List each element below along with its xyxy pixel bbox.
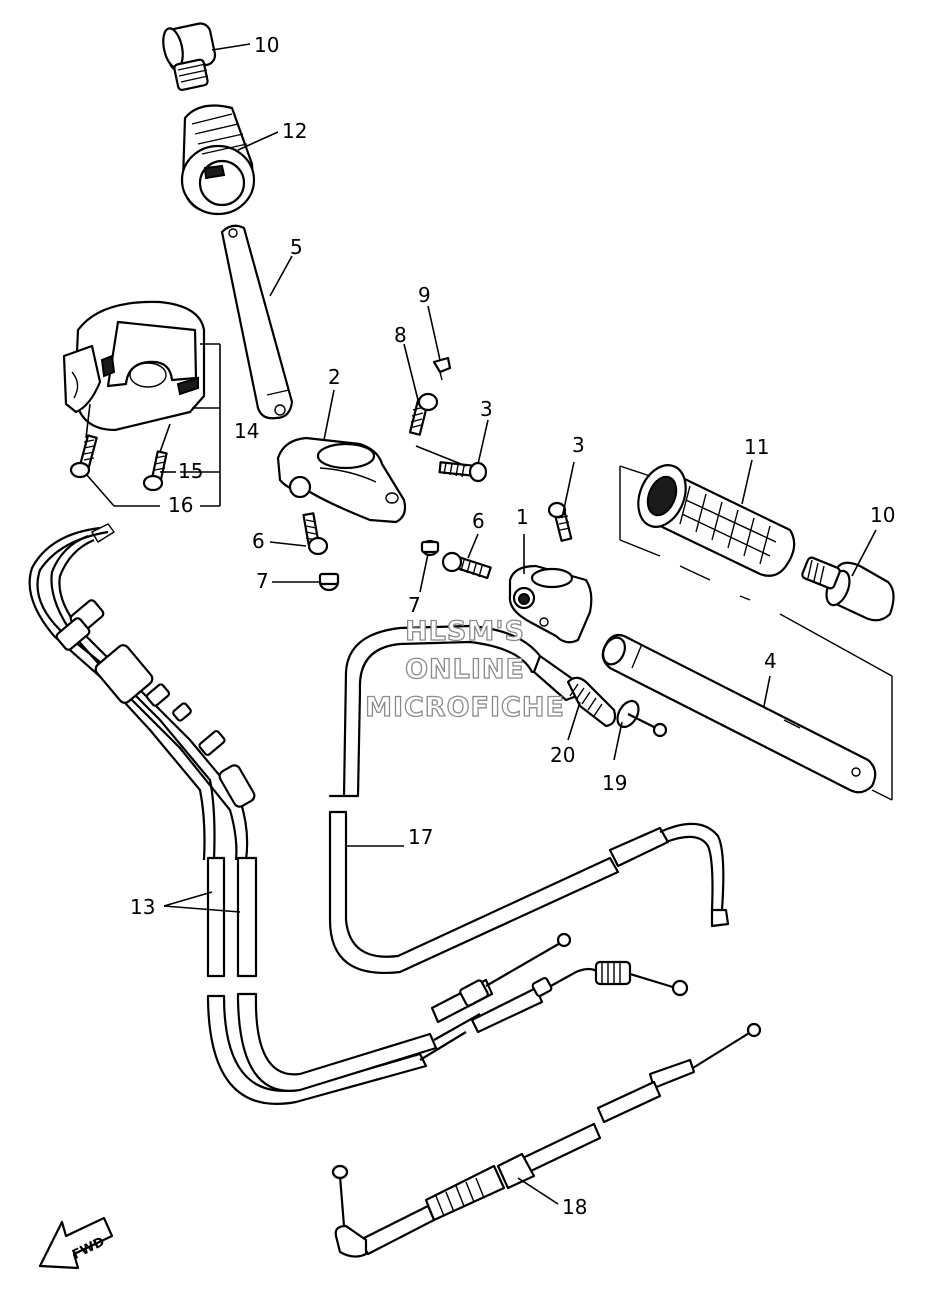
callout-6-right[interactable]: 6: [472, 509, 485, 533]
callout-7-left[interactable]: 7: [256, 569, 269, 593]
callout-14[interactable]: 14: [234, 419, 259, 443]
callout-7-right[interactable]: 7: [408, 593, 421, 617]
leader-lines: [163, 43, 877, 1205]
callout-5[interactable]: 5: [290, 235, 303, 259]
part-6-screw-right[interactable]: [441, 551, 492, 580]
callout-12[interactable]: 12: [282, 119, 307, 143]
watermark-line-2: ONLINE: [405, 654, 525, 685]
part-9-clip[interactable]: [432, 356, 452, 381]
callout-3-right[interactable]: 3: [572, 433, 585, 457]
part-10-bar-end-right[interactable]: [801, 556, 895, 622]
part-7-nut-left[interactable]: [318, 572, 340, 592]
part-8-screw[interactable]: [408, 392, 439, 436]
callout-11[interactable]: 11: [744, 435, 769, 459]
part-15-screw[interactable]: [142, 450, 168, 492]
callout-9[interactable]: 9: [418, 283, 431, 307]
fwd-arrow-icon: FWD: [38, 1216, 114, 1270]
part-4-handlebar-right[interactable]: [599, 633, 877, 794]
part-7-nut-right[interactable]: [420, 539, 440, 557]
callout-13[interactable]: 13: [130, 895, 155, 919]
callout-19[interactable]: 19: [602, 771, 627, 795]
callout-8[interactable]: 8: [394, 323, 407, 347]
part-18-cable[interactable]: [331, 1022, 762, 1258]
callout-10-right[interactable]: 10: [870, 503, 895, 527]
part-11-right-grip[interactable]: [630, 458, 796, 577]
part-13-throttle-cables[interactable]: [28, 523, 689, 1105]
callout-3-left[interactable]: 3: [480, 397, 493, 421]
part-2-throttle-housing[interactable]: [276, 436, 407, 524]
callout-17[interactable]: 17: [408, 825, 433, 849]
part-3-screw-right[interactable]: [547, 501, 573, 542]
part-17-clutch-cable[interactable]: [328, 624, 730, 974]
watermark: HLSM'S ONLINE MICROFICHE: [364, 615, 565, 723]
callout-18[interactable]: 18: [562, 1195, 587, 1219]
part-10-bar-end-top[interactable]: [160, 22, 217, 91]
part-6-screw-left[interactable]: [302, 512, 329, 556]
callout-1[interactable]: 1: [516, 505, 529, 529]
watermark-line-1: HLSM'S: [405, 616, 525, 647]
callout-2[interactable]: 2: [328, 365, 341, 389]
watermark-line-3: MICROFICHE: [365, 692, 565, 723]
part-5-handlebar-left[interactable]: [220, 224, 294, 420]
part-1-lever-bracket[interactable]: [508, 564, 593, 644]
callout-15[interactable]: 15: [178, 459, 203, 483]
callout-6-left[interactable]: 6: [252, 529, 265, 553]
callout-10-top[interactable]: 10: [254, 33, 279, 57]
callout-16[interactable]: 16: [168, 493, 193, 517]
part-14-switch-housing[interactable]: [62, 300, 206, 432]
assembly-frame: [619, 465, 893, 801]
callout-4[interactable]: 4: [764, 649, 777, 673]
part-12-throttle-grip[interactable]: [180, 104, 256, 216]
callout-labels: 10 12 5 9 8 2 3 3 11 10 14 15 16 6 7 6 1…: [130, 33, 895, 1219]
part-16-screw-a[interactable]: [69, 434, 98, 479]
callout-20[interactable]: 20: [550, 743, 575, 767]
bracket-14-15-16: [85, 343, 221, 507]
